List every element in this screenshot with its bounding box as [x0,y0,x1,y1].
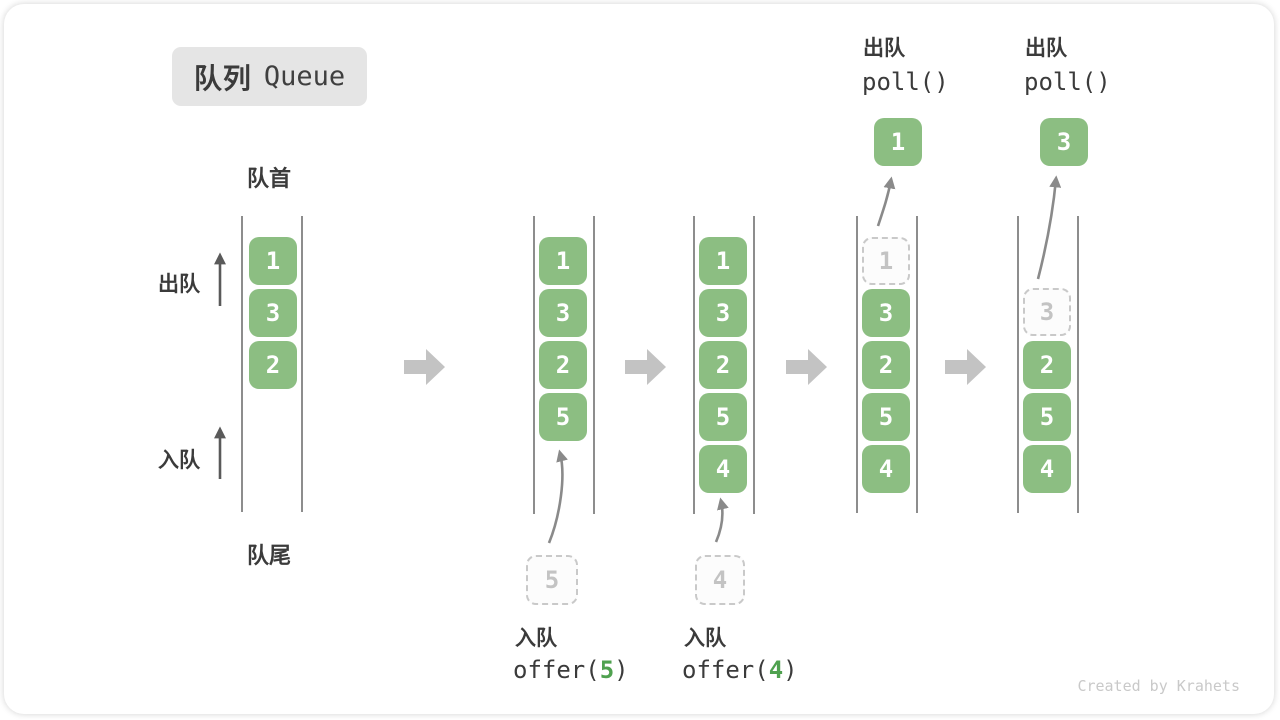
queue-wall [241,216,243,512]
diagram-canvas: 队列 Queue 队首 队尾 出队 入队 1 3 2 1 3 2 5 5 1 3… [4,4,1274,714]
queue-element: 4 [699,445,747,493]
popped-element: 1 [874,118,922,166]
dequeue-op-label: 出队 [863,37,905,60]
queue-wall [916,216,918,513]
enqueue-side-label: 入队 [158,449,200,472]
title-badge: 队列 Queue [172,47,367,106]
queue-element: 3 [862,289,910,337]
next-step-arrow-icon [945,349,986,385]
queue-wall [533,216,535,514]
offer-arg: 4 [768,656,784,684]
next-step-arrow-icon [404,349,445,385]
offer-5-arrow [547,449,568,544]
removed-element-placeholder: 3 [1023,288,1071,336]
poll-3-arrow [1036,175,1062,280]
enqueue-op-label: 入队 [515,627,557,650]
incoming-element-placeholder: 4 [695,555,745,605]
title-en: Queue [263,61,346,92]
offer-code-label: offer(5) [513,656,629,684]
queue-element: 2 [862,341,910,389]
queue-wall [301,216,303,512]
watermark: Created by Krahets [1077,677,1240,695]
queue-wall [856,216,858,513]
popped-element: 3 [1040,118,1088,166]
queue-element: 5 [862,393,910,441]
queue-element: 4 [1023,445,1071,493]
queue-element: 5 [539,393,587,441]
next-step-arrow-icon [786,349,827,385]
queue-element: 2 [249,341,297,389]
offer-arg: 5 [599,656,615,684]
offer-close: ) [614,656,629,684]
queue-element: 4 [862,445,910,493]
next-step-arrow-icon [625,349,666,385]
queue-wall [753,216,755,514]
enqueue-op-label: 入队 [684,627,726,650]
queue-wall [693,216,695,514]
queue-front-label: 队首 [246,166,291,191]
queue-element: 2 [699,341,747,389]
queue-element: 1 [699,237,747,285]
queue-wall [593,216,595,514]
offer-fn: offer( [513,656,600,684]
queue-wall [1017,216,1019,513]
dequeue-side-label: 出队 [158,273,200,296]
queue-rear-label: 队尾 [246,543,291,568]
arrows-overlay [214,175,1062,544]
offer-close: ) [783,656,798,684]
queue-element: 3 [699,289,747,337]
poll-code-label: poll() [1024,68,1111,96]
queue-element: 1 [539,237,587,285]
queue-element: 2 [1023,341,1071,389]
queue-wall [1077,216,1079,513]
offer-fn: offer( [682,656,769,684]
queue-element: 3 [539,289,587,337]
dequeue-op-label: 出队 [1025,37,1067,60]
queue-element: 5 [1023,393,1071,441]
queue-element: 3 [249,289,297,337]
incoming-element-placeholder: 5 [526,555,578,605]
poll-code-label: poll() [862,68,949,96]
queue-element: 5 [699,393,747,441]
offer-code-label: offer(4) [682,656,798,684]
offer-4-arrow [714,497,729,543]
title-zh: 队列 [193,62,252,94]
poll-1-arrow [876,176,896,227]
queue-element: 2 [539,341,587,389]
queue-element: 1 [249,237,297,285]
removed-element-placeholder: 1 [862,237,910,285]
